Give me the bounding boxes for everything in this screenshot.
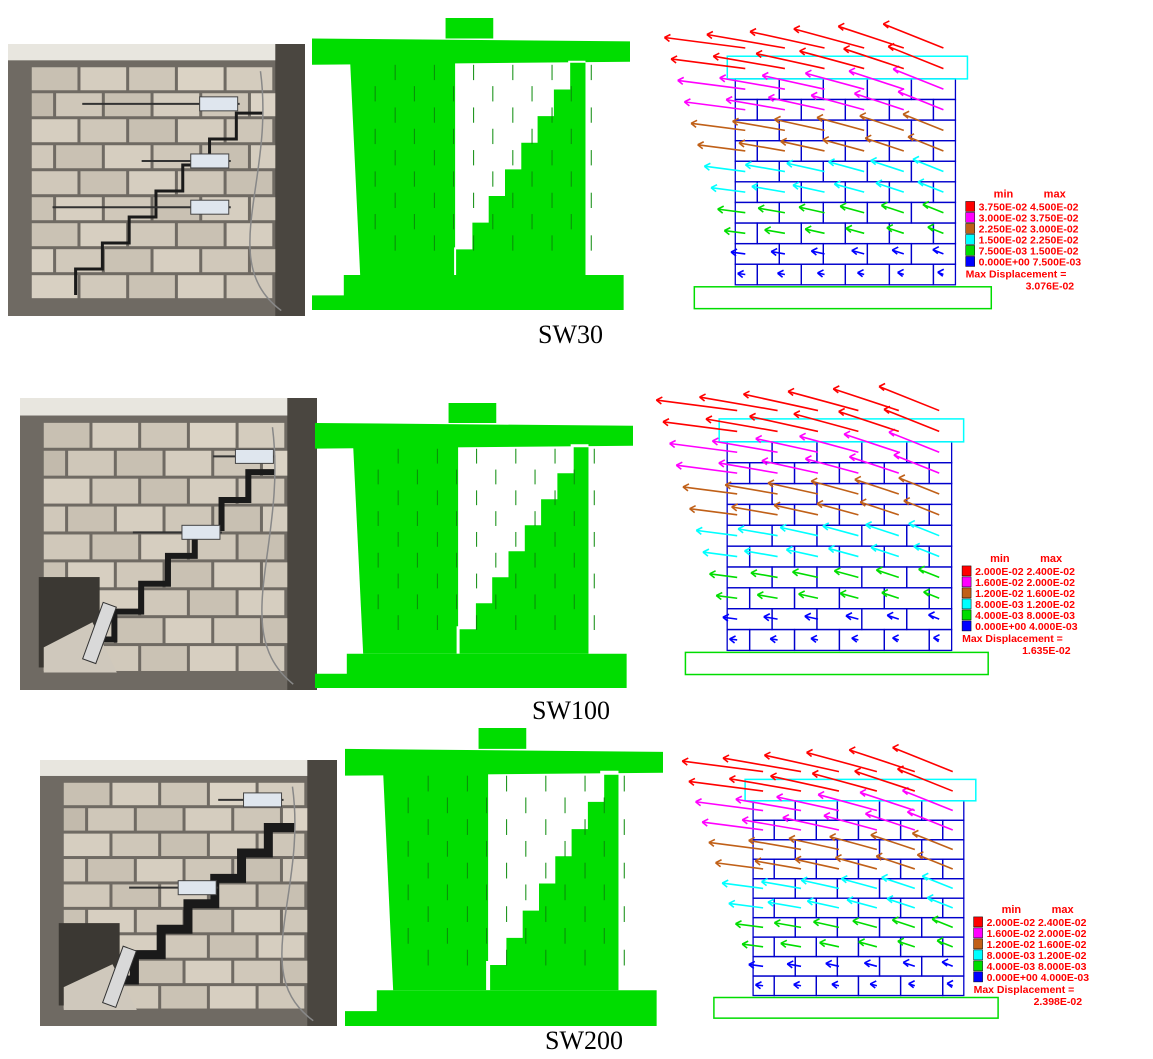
legend-swatch <box>961 620 972 632</box>
sw200-deformed-mesh <box>345 728 663 1026</box>
sw200-test-photo <box>40 760 337 1026</box>
legend-range: 8.000E-03 1.200E-02 <box>987 950 1087 962</box>
legend-header-min: min <box>990 553 1010 565</box>
legend-range: 7.500E-03 1.500E-02 <box>979 245 1079 257</box>
sw100-deformed-mesh <box>315 403 633 688</box>
legend-swatch <box>973 949 983 961</box>
legend-range: 1.200E-02 1.600E-02 <box>987 939 1087 951</box>
legend-swatch <box>965 223 975 234</box>
sw30-deformed-mesh <box>312 18 630 310</box>
legend-range: 3.750E-02 4.500E-02 <box>979 201 1079 213</box>
sw200-caption: SW200 <box>545 1026 623 1055</box>
legend-range: 4.000E-03 8.000E-03 <box>987 961 1087 973</box>
legend-header-min: min <box>994 188 1014 200</box>
legend-range: 8.000E-03 1.200E-02 <box>975 599 1075 611</box>
legend-range: 0.000E+00 7.500E-03 <box>979 256 1082 268</box>
legend-swatch <box>973 960 983 972</box>
legend-swatch <box>961 565 972 577</box>
legend-range: 1.600E-02 2.000E-02 <box>975 577 1075 589</box>
legend-swatch <box>965 212 975 223</box>
legend-range: 4.000E-03 8.000E-03 <box>975 610 1075 622</box>
legend-max-displacement-value: 1.635E-02 <box>1022 645 1071 657</box>
legend-swatch <box>973 971 983 983</box>
legend-range: 0.000E+00 4.000E-03 <box>975 621 1078 633</box>
legend-max-displacement-label: Max Displacement = <box>974 984 1075 996</box>
legend-range: 3.000E-02 3.750E-02 <box>979 212 1079 224</box>
sw100-test-photo <box>20 398 317 690</box>
legend-swatch <box>965 256 975 267</box>
legend-swatch <box>961 609 972 621</box>
legend-max-displacement-label: Max Displacement = <box>962 633 1063 645</box>
legend-range: 1.600E-02 2.000E-02 <box>987 928 1087 940</box>
sw30-caption: SW30 <box>538 320 603 349</box>
legend-max-displacement-value: 2.398E-02 <box>1034 996 1083 1008</box>
legend-header-max: max <box>1052 904 1075 916</box>
legend-swatch <box>973 916 983 928</box>
legend-range: 2.000E-02 2.400E-02 <box>987 917 1087 929</box>
legend-header-min: min <box>1002 904 1022 916</box>
legend-swatch <box>965 245 975 256</box>
legend-range: 0.000E+00 4.000E-03 <box>987 972 1090 984</box>
legend-max-displacement-value: 3.076E-02 <box>1026 280 1075 292</box>
legend-swatch <box>961 587 972 599</box>
sw100-caption: SW100 <box>532 696 610 725</box>
legend-header-max: max <box>1040 553 1063 565</box>
legend-max-displacement-label: Max Displacement = <box>966 268 1067 280</box>
sw30-test-photo <box>8 44 305 316</box>
legend-swatch <box>965 234 975 245</box>
legend-range: 1.500E-02 2.250E-02 <box>979 234 1079 246</box>
legend-header-max: max <box>1044 188 1067 200</box>
legend-swatch <box>961 598 972 610</box>
legend-range: 2.000E-02 2.400E-02 <box>975 566 1075 578</box>
legend-range: 2.250E-02 3.000E-02 <box>979 223 1079 235</box>
legend-swatch <box>973 927 983 939</box>
legend-swatch <box>961 576 972 588</box>
legend-swatch <box>965 201 975 212</box>
legend-swatch <box>973 938 983 950</box>
legend-range: 1.200E-02 1.600E-02 <box>975 588 1075 600</box>
